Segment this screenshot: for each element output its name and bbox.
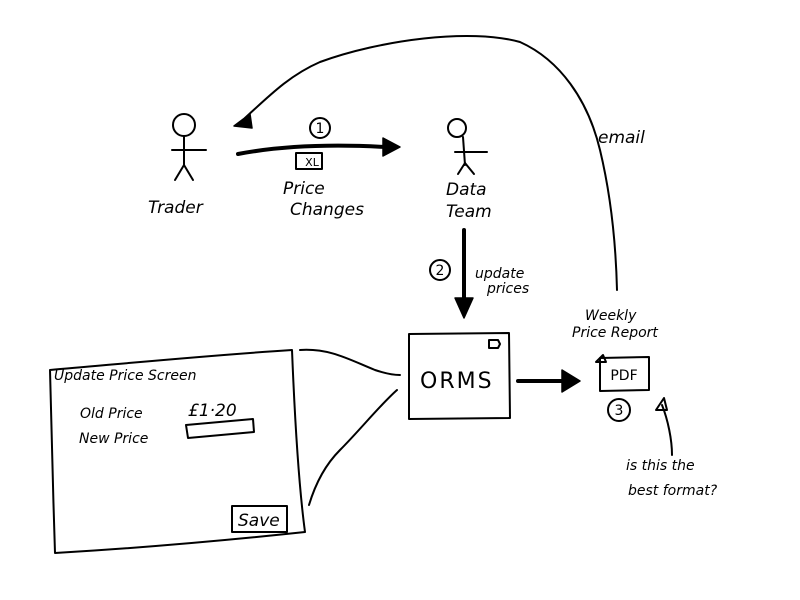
report-title-1: Weekly [585, 308, 637, 324]
step-3-number: 3 [615, 403, 624, 419]
price-changes-arrow [236, 143, 387, 156]
trader-actor [171, 113, 207, 181]
question-line-2: best format? [628, 483, 718, 499]
pdf-file-icon: PDF [595, 354, 650, 392]
database-icon [488, 339, 501, 349]
save-button[interactable]: Save [231, 505, 288, 533]
trader-label: Trader [148, 198, 204, 218]
update-price-screen [49, 349, 306, 554]
new-price-input[interactable] [185, 418, 255, 439]
email-arrowhead [233, 113, 253, 129]
update-prices-label-1: update [475, 266, 524, 282]
price-changes-label-2: Changes [290, 200, 364, 220]
screen-title: Update Price Screen [54, 368, 196, 384]
email-arrow [244, 35, 618, 291]
old-price-value: £1·20 [188, 401, 237, 421]
price-changes-label-1: Price [283, 179, 325, 199]
screen-connector-top [299, 348, 401, 376]
report-arrowhead [561, 369, 581, 393]
question-arrowhead [655, 397, 668, 411]
update-prices-arrowhead [454, 297, 474, 319]
step-1-number: 1 [316, 121, 325, 137]
step-1-badge [309, 117, 331, 139]
trader-head [172, 113, 196, 137]
data-team-actor [447, 118, 488, 175]
orms-system [408, 332, 511, 420]
step-2-badge [429, 259, 451, 281]
question-arrow [661, 404, 673, 456]
svg-text:XL: XL [305, 156, 320, 169]
price-changes-arrowhead [382, 137, 401, 157]
save-button-label: Save [238, 511, 280, 531]
data-team-label-2: Team [446, 202, 492, 222]
step-3-badge [607, 398, 631, 422]
update-prices-label-2: prices [486, 281, 529, 297]
svg-text:PDF: PDF [610, 368, 637, 384]
step-2-number: 2 [436, 263, 445, 279]
screen-connector-bottom [308, 389, 398, 506]
old-price-label: Old Price [80, 406, 143, 422]
orms-label: ORMS [420, 369, 494, 394]
report-title-2: Price Report [572, 325, 658, 341]
new-price-label: New Price [79, 431, 148, 447]
data-team-head [447, 118, 467, 138]
email-label: email [598, 128, 645, 148]
question-line-1: is this the [626, 458, 695, 474]
data-team-label-1: Data [446, 180, 487, 200]
xl-file-icon: XL [295, 152, 323, 170]
